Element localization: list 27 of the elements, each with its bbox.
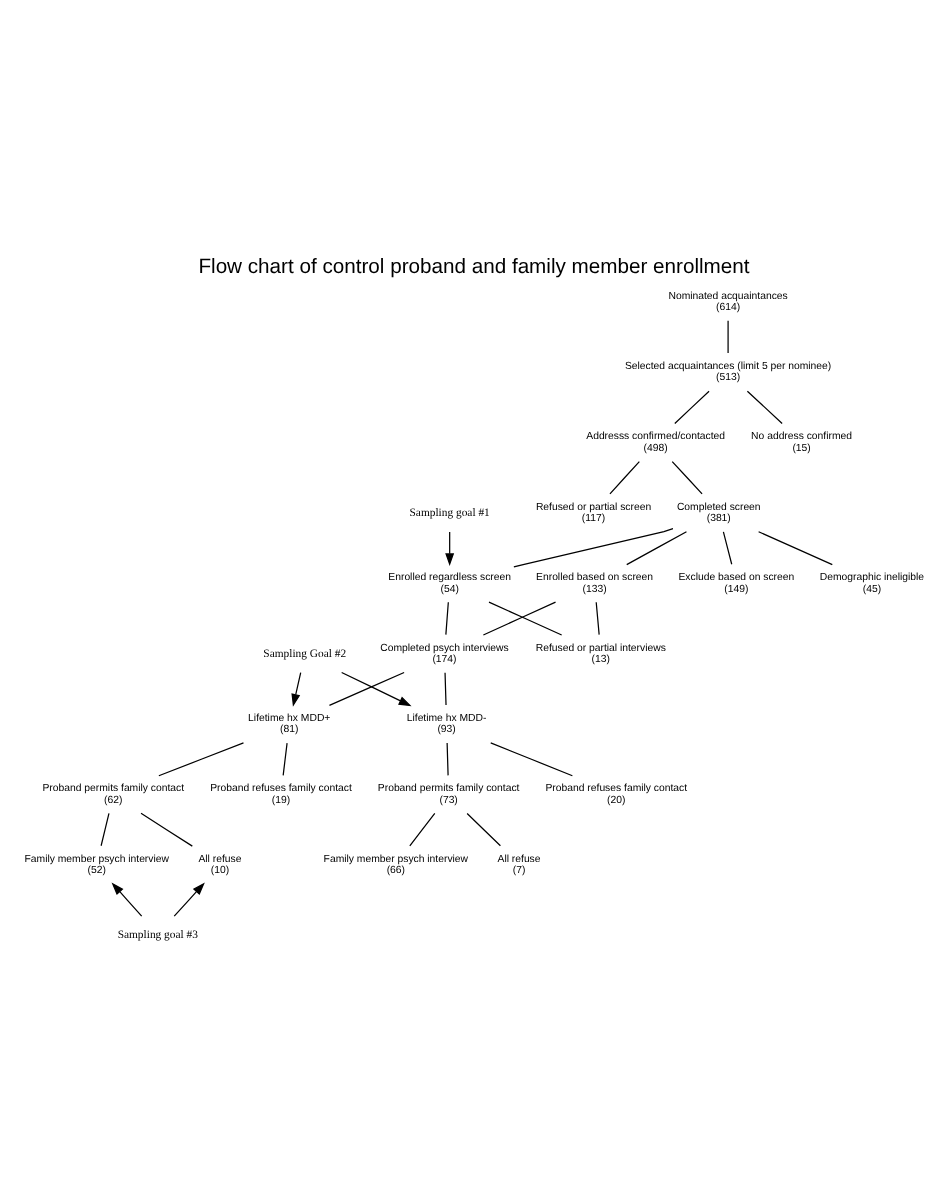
connector (722, 530, 733, 564)
connector (446, 741, 449, 775)
connector (140, 811, 193, 846)
arrow (291, 671, 302, 706)
connector (727, 319, 729, 353)
connector (746, 389, 783, 424)
diagram-title: Flow chart of control proband and family member enrollment (198, 255, 750, 278)
connector (445, 600, 449, 635)
connector (282, 741, 288, 775)
connector (444, 671, 447, 705)
arrow (173, 881, 205, 916)
connector (595, 600, 600, 635)
connector (466, 811, 502, 846)
connector (158, 741, 245, 776)
arrow (111, 881, 143, 916)
connector (674, 389, 710, 424)
arrow (445, 530, 455, 566)
connector (490, 741, 573, 776)
connector (409, 811, 436, 846)
connector (671, 459, 703, 494)
connector (758, 530, 833, 565)
connector (328, 670, 405, 705)
connector (100, 811, 110, 846)
arrow (341, 670, 412, 706)
connector (513, 527, 674, 567)
connector (609, 459, 640, 494)
connector (626, 530, 688, 565)
